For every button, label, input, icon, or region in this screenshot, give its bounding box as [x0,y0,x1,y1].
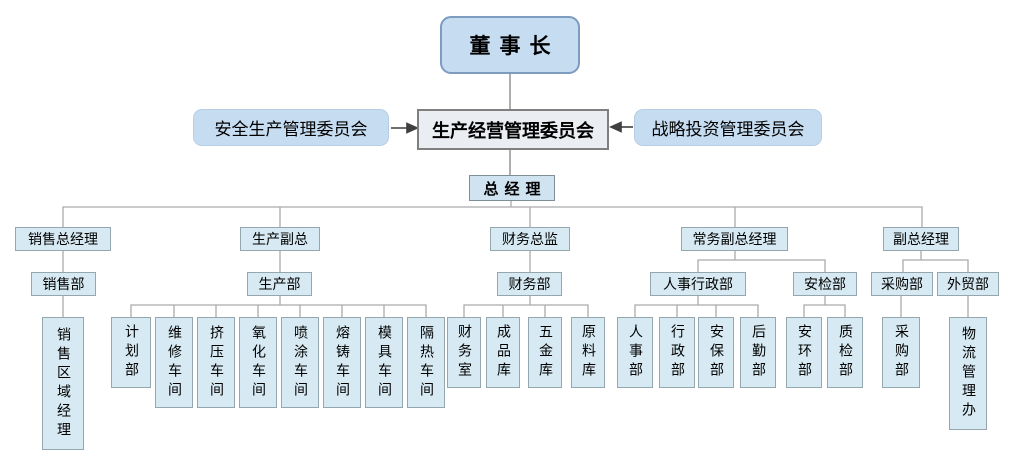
node-purchasing-unit: 采购部 [882,317,920,388]
node-maintenance-workshop: 维修车间 [155,317,193,408]
node-oxidation-workshop: 氧化车间 [239,317,277,408]
node-hardware-warehouse: 五金库 [528,317,562,388]
node-raw-material-warehouse: 原料库 [571,317,605,388]
node-safety-inspection-dept: 安检部 [793,272,857,296]
node-production-dept: 生产部 [247,272,312,296]
node-safety-environment-dept: 安环部 [786,317,822,388]
node-foreign-trade-dept: 外贸部 [937,272,999,296]
node-thermal-break-workshop: 隔热车间 [407,317,445,408]
node-extrusion-workshop: 挤压车间 [197,317,235,408]
node-executive-vice-gm: 常务副总经理 [681,227,788,251]
node-production-vp: 生产副总 [240,227,320,251]
safety-bus [803,296,846,317]
left-arrowhead-icon [609,121,622,133]
node-personnel-dept: 人事部 [617,317,653,388]
node-quality-inspection-dept: 质检部 [827,317,863,388]
node-chairman: 董事长 [440,16,580,74]
node-mold-workshop: 模具车间 [365,317,403,408]
node-finance-director: 财务总监 [490,227,570,251]
node-finance-office: 财务室 [447,317,481,388]
node-vice-gm: 副总经理 [883,227,959,251]
node-administration-dept: 行政部 [659,317,695,388]
hr-bus [634,296,759,317]
exec-vgm-split [697,251,826,272]
exec-drops [62,251,531,272]
node-committee-production-operation: 生产经营管理委员会 [417,109,609,150]
node-logistics-management-office: 物流管理办 [949,317,987,430]
node-committee-strategic-investment: 战略投资管理委员会 [634,109,822,146]
node-sales-general-manager: 销售总经理 [15,227,111,251]
node-sales-dept: 销售部 [31,272,96,296]
finance-bus [463,296,589,317]
node-sales-region-manager: 销售区域经理 [42,317,84,450]
node-finished-goods-warehouse: 成品库 [486,317,520,388]
node-planning-dept: 计划部 [111,317,151,388]
vgm-split [902,251,969,272]
node-purchasing-dept: 采购部 [871,272,933,296]
node-spraying-workshop: 喷涂车间 [281,317,319,408]
node-committee-safety-production: 安全生产管理委员会 [193,109,389,146]
node-finance-dept: 财务部 [497,272,562,296]
node-casting-workshop: 熔铸车间 [323,317,361,408]
production-bus [130,296,427,317]
right-drops [900,296,969,317]
node-general-manager: 总经理 [469,175,555,201]
node-security-dept: 安保部 [698,317,734,388]
node-hr-admin-dept: 人事行政部 [650,272,746,296]
right-arrowhead-icon [406,122,419,134]
gm-bus [62,201,923,227]
node-logistics-support-dept: 后勤部 [740,317,776,388]
